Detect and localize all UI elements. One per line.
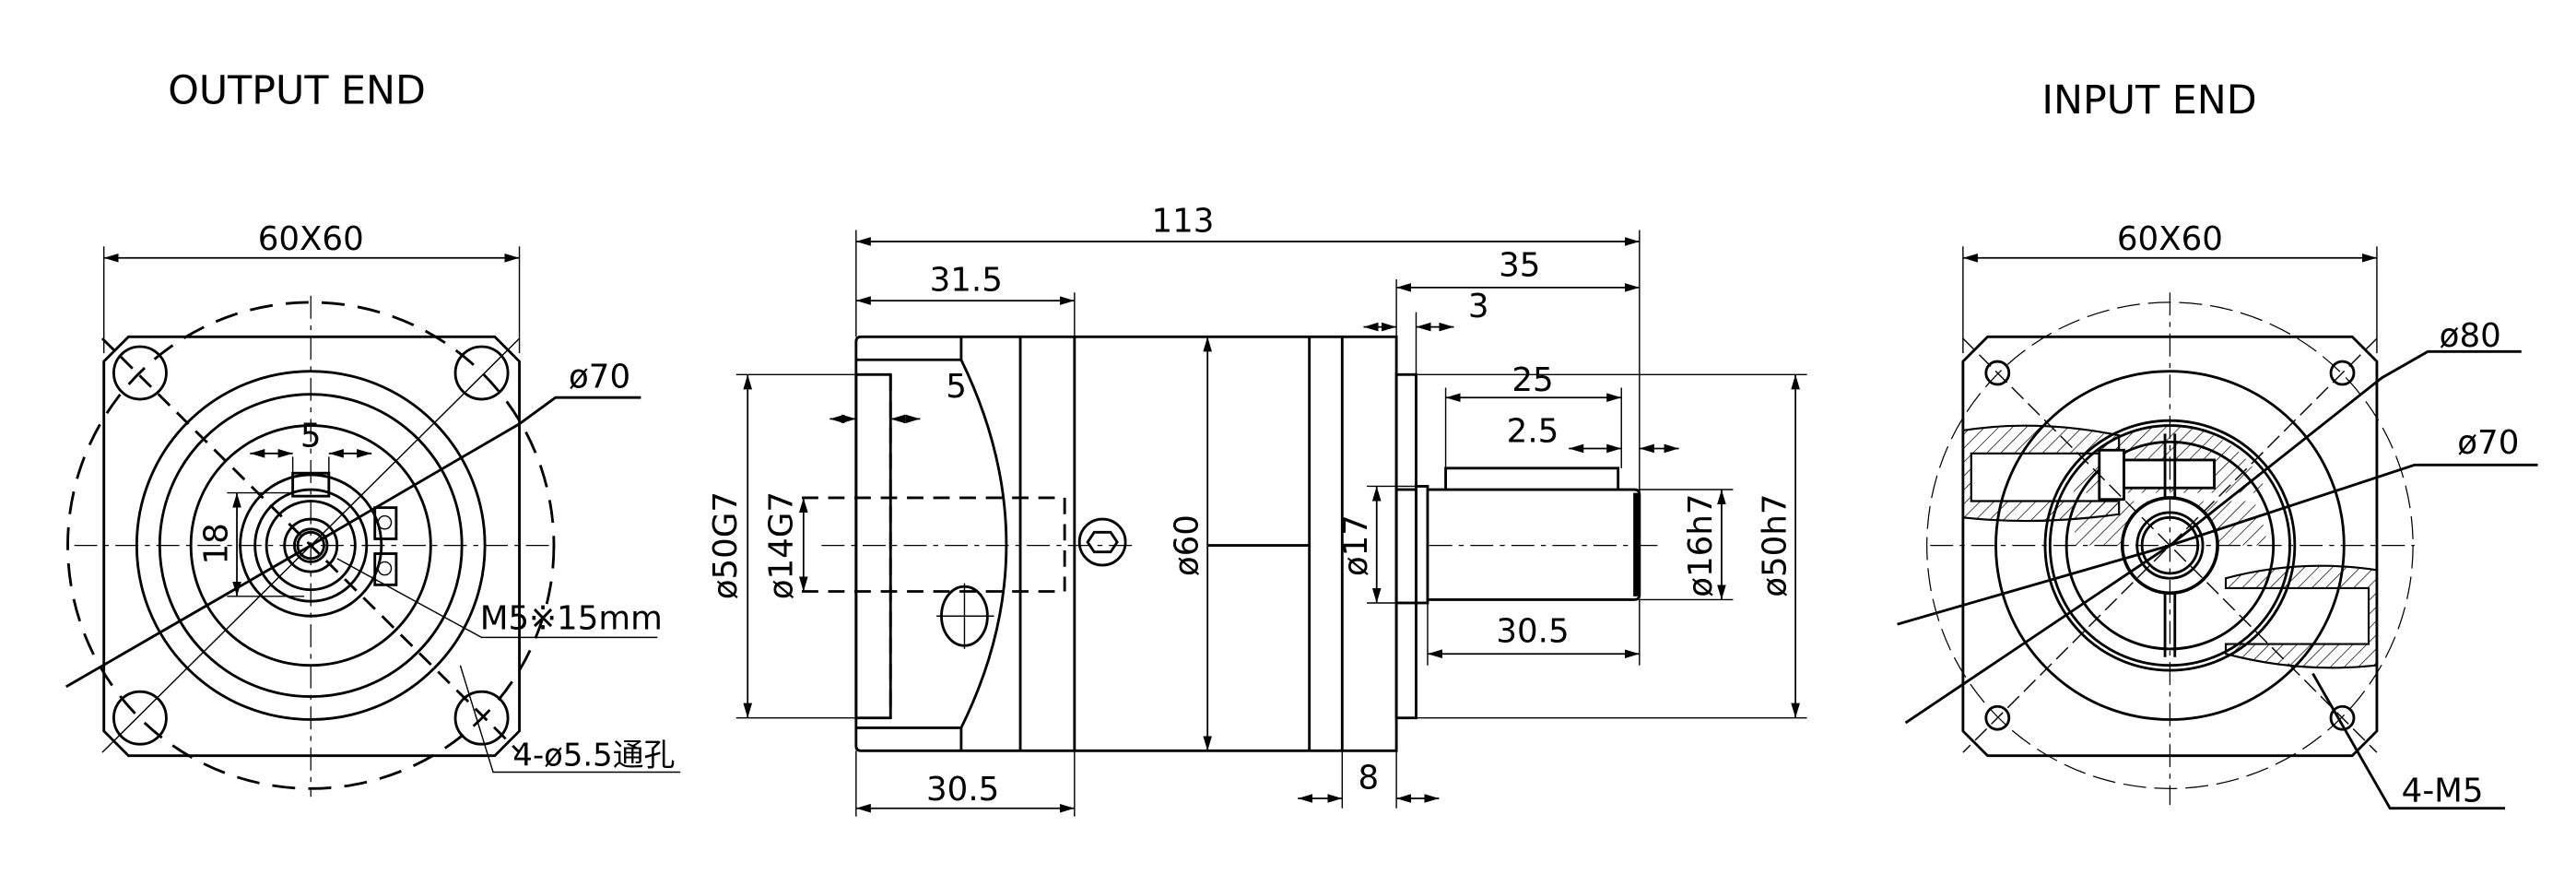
spigot-diameter-label: ø50h7 — [1756, 493, 1794, 596]
key-length-label: 25 — [1511, 361, 1553, 399]
body-diameter-label: ø60 — [1168, 514, 1206, 576]
collar-diameter-label: ø17 — [1337, 514, 1375, 576]
key-offset-label: 2.5 — [1507, 412, 1559, 450]
shoulder-label: 3 — [1468, 288, 1489, 325]
shaft-extension-label: 30.5 — [1496, 613, 1569, 651]
input-length-label: 30.5 — [926, 771, 999, 809]
housing-length-label: 31.5 — [930, 261, 1003, 299]
pcd-circle — [66, 301, 556, 790]
housing-outline — [854, 335, 1398, 752]
key-width-label: 5 — [300, 418, 322, 455]
output-end-view: OUTPUT END 60X60 ø70 5 — [65, 67, 681, 797]
threaded-holes-label: 4-M5 — [2402, 773, 2484, 810]
side-view: 113 31.5 35 3 ø60 ø5 — [707, 202, 1807, 817]
output-end-title: OUTPUT END — [168, 67, 426, 113]
hex-socket-plug-icon — [1077, 517, 1127, 567]
shaft-height-label: 18 — [197, 523, 235, 564]
pcd-outer-label: ø80 — [2440, 317, 2501, 355]
bore-diameter-label: ø50G7 — [707, 491, 745, 599]
recess-depth-label: 5 — [946, 368, 967, 406]
flange-thickness-label: 8 — [1358, 759, 1379, 797]
pilot-diameter-label: ø70 — [569, 359, 630, 396]
mounting-holes — [112, 345, 510, 746]
center-thread-label: M5※15mm — [480, 599, 663, 637]
pcd-inner-label: ø70 — [2457, 424, 2519, 462]
shaft-diameter-label: ø16h7 — [1682, 493, 1720, 596]
flange-size-label: 60X60 — [258, 220, 364, 258]
input-end-title: INPUT END — [2041, 77, 2256, 124]
output-shaft-length-label: 35 — [1499, 246, 1540, 284]
threaded-holes — [1984, 360, 2356, 731]
input-flange-size-label: 60X60 — [2117, 220, 2223, 258]
output-flange-outline — [102, 335, 521, 758]
mounting-holes-label: 4-ø5.5通孔 — [512, 737, 675, 773]
input-end-view: INPUT END 60X60 ø80 ø70 4-M5 — [1897, 77, 2538, 810]
overall-length-label: 113 — [1151, 202, 1214, 240]
input-bore-label: ø14G7 — [762, 491, 800, 599]
